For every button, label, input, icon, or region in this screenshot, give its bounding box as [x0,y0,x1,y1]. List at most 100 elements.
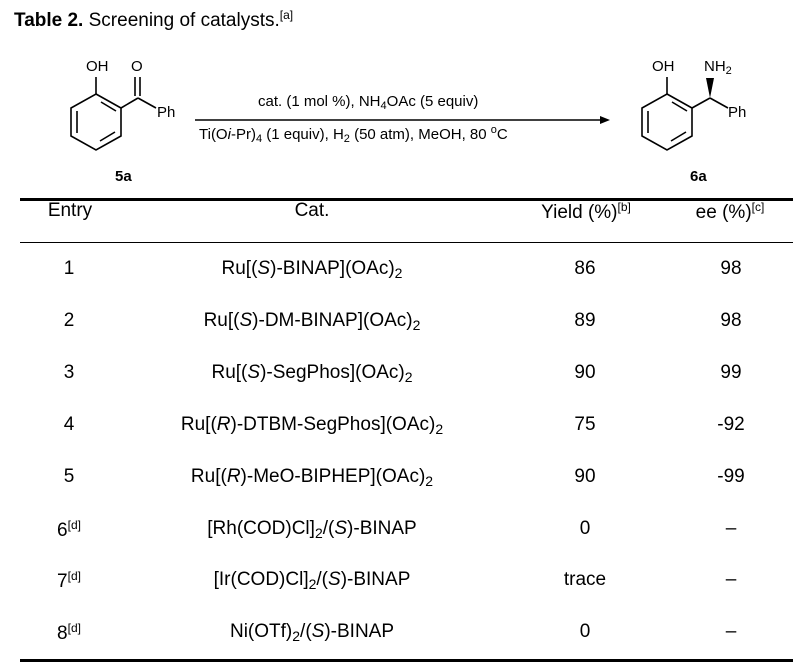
cell-catalyst: Ru[(R)-MeO-BIPHEP](OAc)2 [191,466,433,489]
cell-catalyst: Ru[(S)-BINAP](OAc)2 [222,258,403,281]
table-top-rule [20,198,793,201]
cell-entry: 3 [64,362,75,384]
catalyst-subscript: 2 [425,473,434,489]
catalyst-italic: R [216,414,231,435]
conditions-top: cat. (1 mol %), NH4OAc (5 equiv) [258,93,479,112]
cell-yield: 89 [574,310,596,331]
catalyst-text: [Ir(COD)Cl] [213,569,309,590]
cell-yield: 90 [574,362,596,383]
catalyst-text: Ru[( [211,362,248,383]
cell-entry: 4 [64,414,75,436]
cell-ee: 98 [720,310,742,331]
cell-catalyst: Ni(OTf)2/(S)-BINAP [230,621,394,644]
cell-entry: 1 [64,258,75,280]
catalyst-text: Ni(OTf) [229,621,293,642]
catalyst-italic: S [328,569,341,590]
catalyst-italic: S [247,362,261,383]
catalyst-subscript: 2 [394,265,403,281]
entry-number: 2 [63,310,75,331]
header-ee: ee (%)[c] [695,200,765,223]
cell-yield: 0 [579,621,591,642]
reactant-ph: Ph [157,104,176,121]
entry-number: 3 [63,362,75,383]
table-label: Table 2. [14,10,84,31]
product-oh: OH [652,58,675,75]
cell-yield: 75 [574,414,596,435]
entry-number: 8 [57,623,68,644]
table-caption: Table 2. Screening of catalysts.[a] [14,8,293,32]
cell-yield: 0 [579,518,591,539]
catalyst-text: Ru[( [221,258,258,279]
cell-catalyst: Ru[(S)-DM-BINAP](OAc)2 [204,310,421,333]
catalyst-text: Ru[( [180,414,217,435]
cell-ee: 99 [720,362,742,383]
cell-catalyst: Ru[(S)-SegPhos](OAc)2 [211,362,412,385]
cell-entry: 7[d] [57,569,81,593]
catalyst-italic: S [334,518,348,539]
entry-footnote-marker: [d] [67,569,81,583]
cell-entry: 8[d] [57,621,81,645]
entry-footnote-marker: [d] [67,621,81,635]
cell-yield: trace [563,569,607,590]
catalyst-text: Ru[( [203,310,240,331]
cell-ee: -92 [717,414,745,435]
catalyst-subscript: 2 [292,628,301,644]
catalyst-text: /( [322,518,335,539]
catalyst-text: /( [316,569,329,590]
catalyst-subscript: 2 [314,525,323,541]
caption-footnote-marker: [a] [279,8,294,22]
reactant-o: O [131,58,143,75]
catalyst-subscript: 2 [435,421,444,437]
header-entry: Entry [47,200,93,221]
product-label: 6a [690,168,707,185]
catalyst-subscript: 2 [404,369,413,385]
catalyst-italic: R [226,466,241,487]
cell-catalyst: Ru[(R)-DTBM-SegPhos](OAc)2 [181,414,443,437]
table-bottom-rule [20,659,793,662]
catalyst-text: )-BINAP [340,569,411,590]
catalyst-text: )-DM-BINAP](OAc) [252,310,413,331]
product-structure [641,77,729,151]
cell-yield: 86 [574,258,596,279]
catalyst-text: /( [300,621,312,642]
catalyst-text: )-BINAP](OAc) [270,258,395,279]
catalyst-text: )-BINAP [347,518,417,539]
cell-entry: 6[d] [57,518,81,542]
entry-number: 6 [57,520,68,541]
catalyst-italic: S [311,621,325,642]
reaction-arrow [195,116,610,124]
entry-number: 1 [63,258,75,279]
catalyst-text: Ru[( [190,466,227,487]
catalyst-subscript: 2 [308,576,317,592]
cell-entry: 5 [64,466,75,488]
product-nh2: NH2 [704,58,732,77]
cell-entry: 2 [64,310,75,332]
entry-number: 7 [57,571,68,592]
header-cat: Cat. [294,200,330,221]
conditions-bottom: Ti(Oi-Pr)4 (1 equiv), H2 (50 atm), MeOH,… [199,124,508,145]
reactant-label: 5a [115,168,132,185]
catalyst-subscript: 2 [412,317,421,333]
reactant-oh: OH [86,58,109,75]
header-yield: Yield (%)[b] [541,200,631,223]
table-header: Entry Cat. Yield (%)[b] ee (%)[c] [0,200,805,224]
cell-catalyst: [Rh(COD)Cl]2/(S)-BINAP [207,518,416,541]
catalyst-italic: S [239,310,253,331]
catalyst-text: )-BINAP [324,621,395,642]
reactant-structure [70,77,157,151]
cell-catalyst: [Ir(COD)Cl]2/(S)-BINAP [214,569,411,592]
cell-ee: – [725,518,737,539]
entry-number: 5 [63,466,75,487]
catalyst-text: )-MeO-BIPHEP](OAc) [240,466,426,487]
cell-ee: -99 [717,466,745,487]
table-header-rule [20,242,793,243]
caption-text: Screening of catalysts. [88,10,280,31]
cell-ee: – [725,621,737,642]
entry-number: 4 [63,414,75,435]
cell-ee: – [725,569,737,590]
catalyst-text: )-DTBM-SegPhos](OAc) [230,414,436,435]
catalyst-italic: S [257,258,271,279]
cell-yield: 90 [574,466,596,487]
catalyst-text: )-SegPhos](OAc) [260,362,405,383]
cell-ee: 98 [720,258,742,279]
